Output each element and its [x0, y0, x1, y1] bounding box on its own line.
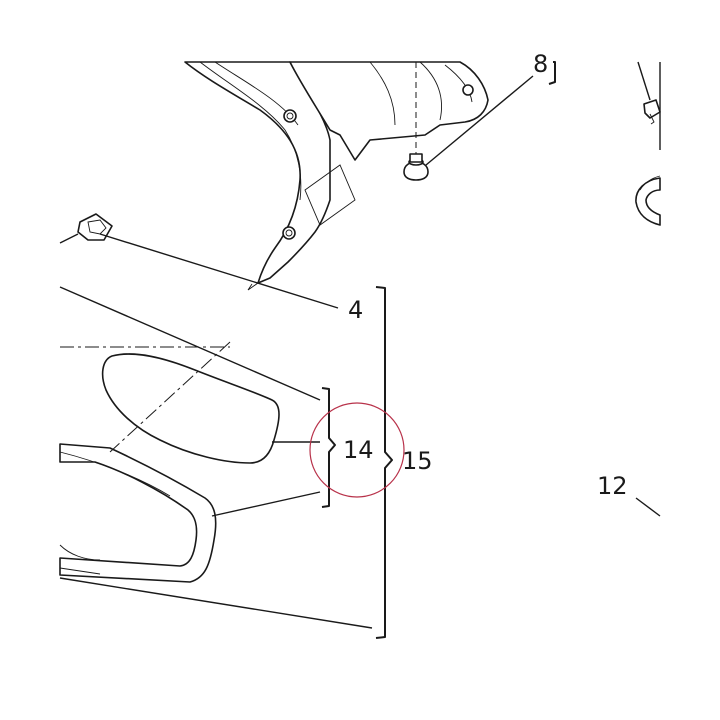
fastener-part-right: [637, 61, 661, 150]
frame-trim-part: [59, 443, 217, 583]
mesh-grille-part-14: [101, 353, 280, 464]
label-part-14: 14: [343, 436, 374, 464]
highlight-circle: [309, 402, 405, 498]
upper-frame-part: [184, 61, 489, 291]
leader-line-8: [425, 75, 534, 166]
leader-line-12: [635, 497, 661, 517]
clip-part-4: [77, 213, 113, 241]
label-part-15: 15: [402, 447, 433, 475]
clamp-part-right: [635, 175, 661, 226]
leader-line-4: [99, 233, 339, 309]
leader-line-left-short: [59, 233, 79, 244]
label-part-12: 12: [597, 472, 628, 500]
leader-line-lower-left: [59, 577, 373, 629]
label-part-4: 4: [348, 296, 363, 324]
grommet-part-8: [403, 62, 429, 181]
label-part-8: 8: [533, 50, 548, 78]
bracket-14: [321, 387, 336, 508]
leader-line-upper-left: [59, 286, 321, 401]
bracket-15: [375, 286, 393, 639]
leader-line-trim: [211, 491, 321, 517]
centerline-2: [109, 341, 231, 453]
bracket-8: [548, 61, 556, 85]
